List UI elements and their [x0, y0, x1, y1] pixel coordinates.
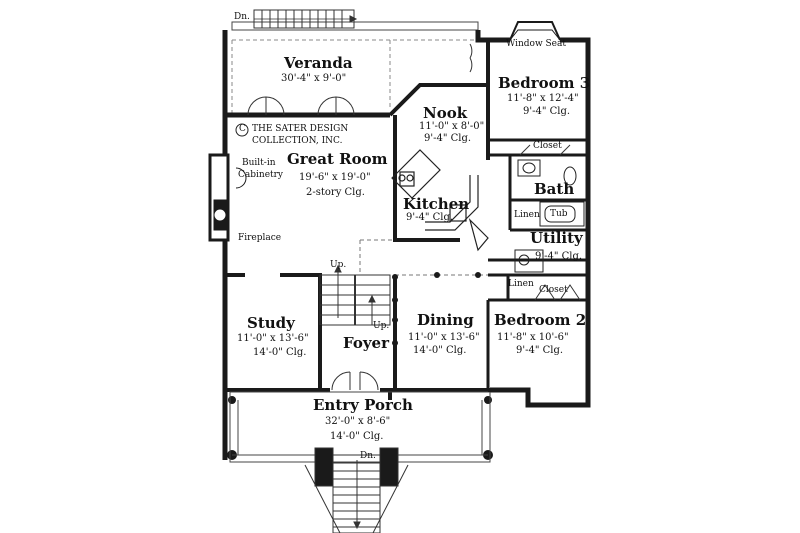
- stair-top: [253, 9, 358, 29]
- veranda-size: 30'-4" x 9'-0": [281, 73, 347, 84]
- study-ceiling: 14'-0" Clg.: [253, 347, 307, 358]
- kitchen-counters: [391, 149, 489, 252]
- dining-name: Dining: [417, 311, 474, 329]
- kitchen-name: Kitchen: [403, 195, 470, 213]
- builtin-line1: Built-in: [242, 158, 276, 168]
- entry-porch-name: Entry Porch: [313, 396, 413, 414]
- up-right-label: Up.: [373, 321, 390, 331]
- window-seat-bay: [509, 21, 561, 41]
- bedroom3-size: 11'-8" x 12'-4": [507, 93, 579, 104]
- nook-walls: [388, 40, 490, 242]
- linen-upper-label: Linen: [514, 210, 540, 220]
- dining-ceiling: 14'-0" Clg.: [413, 345, 467, 356]
- copyright-symbol: C: [239, 124, 246, 134]
- veranda-doors: [247, 43, 473, 116]
- fireplace: [208, 153, 247, 242]
- closet-lower-label: Closet: [539, 285, 568, 295]
- study-name: Study: [247, 314, 295, 332]
- veranda-structure: [231, 21, 479, 115]
- nook-ceiling: 9'-4" Clg.: [424, 133, 472, 144]
- nook-name: Nook: [423, 104, 468, 122]
- entry-porch-ceiling: 14'-0" Clg.: [330, 431, 384, 442]
- dining-dashed: [359, 239, 488, 276]
- bath-fixtures: [514, 159, 585, 273]
- dn-top-label: Dn.: [234, 12, 250, 22]
- linen-lower-label: Linen: [508, 279, 534, 289]
- veranda-name: Veranda: [284, 54, 353, 72]
- entry-doors: [331, 371, 379, 391]
- foyer-front: [225, 325, 395, 392]
- great-room-size: 19'-6" x 19'-0": [299, 172, 371, 183]
- utility-ceiling: 9'-4" Clg.: [535, 251, 583, 262]
- entry-porch-size: 32'-0" x 8'-6": [325, 416, 391, 427]
- copyright-line2: COLLECTION, INC.: [252, 136, 343, 146]
- copyright-circle: [235, 123, 249, 137]
- front-stairs: [304, 447, 409, 533]
- great-room-name: Great Room: [287, 150, 388, 168]
- copyright-line1: THE SATER DESIGN: [252, 124, 349, 134]
- tub-label: Tub: [550, 209, 568, 219]
- bedroom-wing-walls: [486, 138, 588, 390]
- closet-upper-label: Closet: [533, 141, 562, 151]
- great-room-ceiling: 2-story Clg.: [306, 187, 365, 198]
- utility-name: Utility: [530, 229, 583, 247]
- closet-doors: [519, 144, 581, 301]
- window-seat-label: Window Seat: [506, 39, 566, 49]
- up-left-label: Up.: [330, 260, 347, 270]
- dn-bottom-label: Dn.: [360, 451, 376, 461]
- fireplace-label: Fireplace: [238, 233, 282, 243]
- dining-size: 11'-0" x 13'-6": [408, 332, 480, 343]
- study-size: 11'-0" x 13'-6": [237, 333, 309, 344]
- bedroom2-size: 11'-8" x 10'-6": [497, 332, 569, 343]
- foyer-name: Foyer: [343, 334, 389, 352]
- foyer-stairs: [319, 264, 391, 326]
- bedroom3-ceiling: 9'-4" Clg.: [523, 106, 571, 117]
- bedroom2-ceiling: 9'-4" Clg.: [516, 345, 564, 356]
- kitchen-ceiling: 9'-4" Clg.: [406, 212, 454, 223]
- bedroom2-name: Bedroom 2: [494, 311, 587, 329]
- nook-size: 11'-0" x 8'-0": [419, 121, 485, 132]
- bath-name: Bath: [534, 180, 575, 198]
- bedroom3-name: Bedroom 3: [498, 74, 591, 92]
- builtin-line2: Cabinetry: [238, 170, 284, 180]
